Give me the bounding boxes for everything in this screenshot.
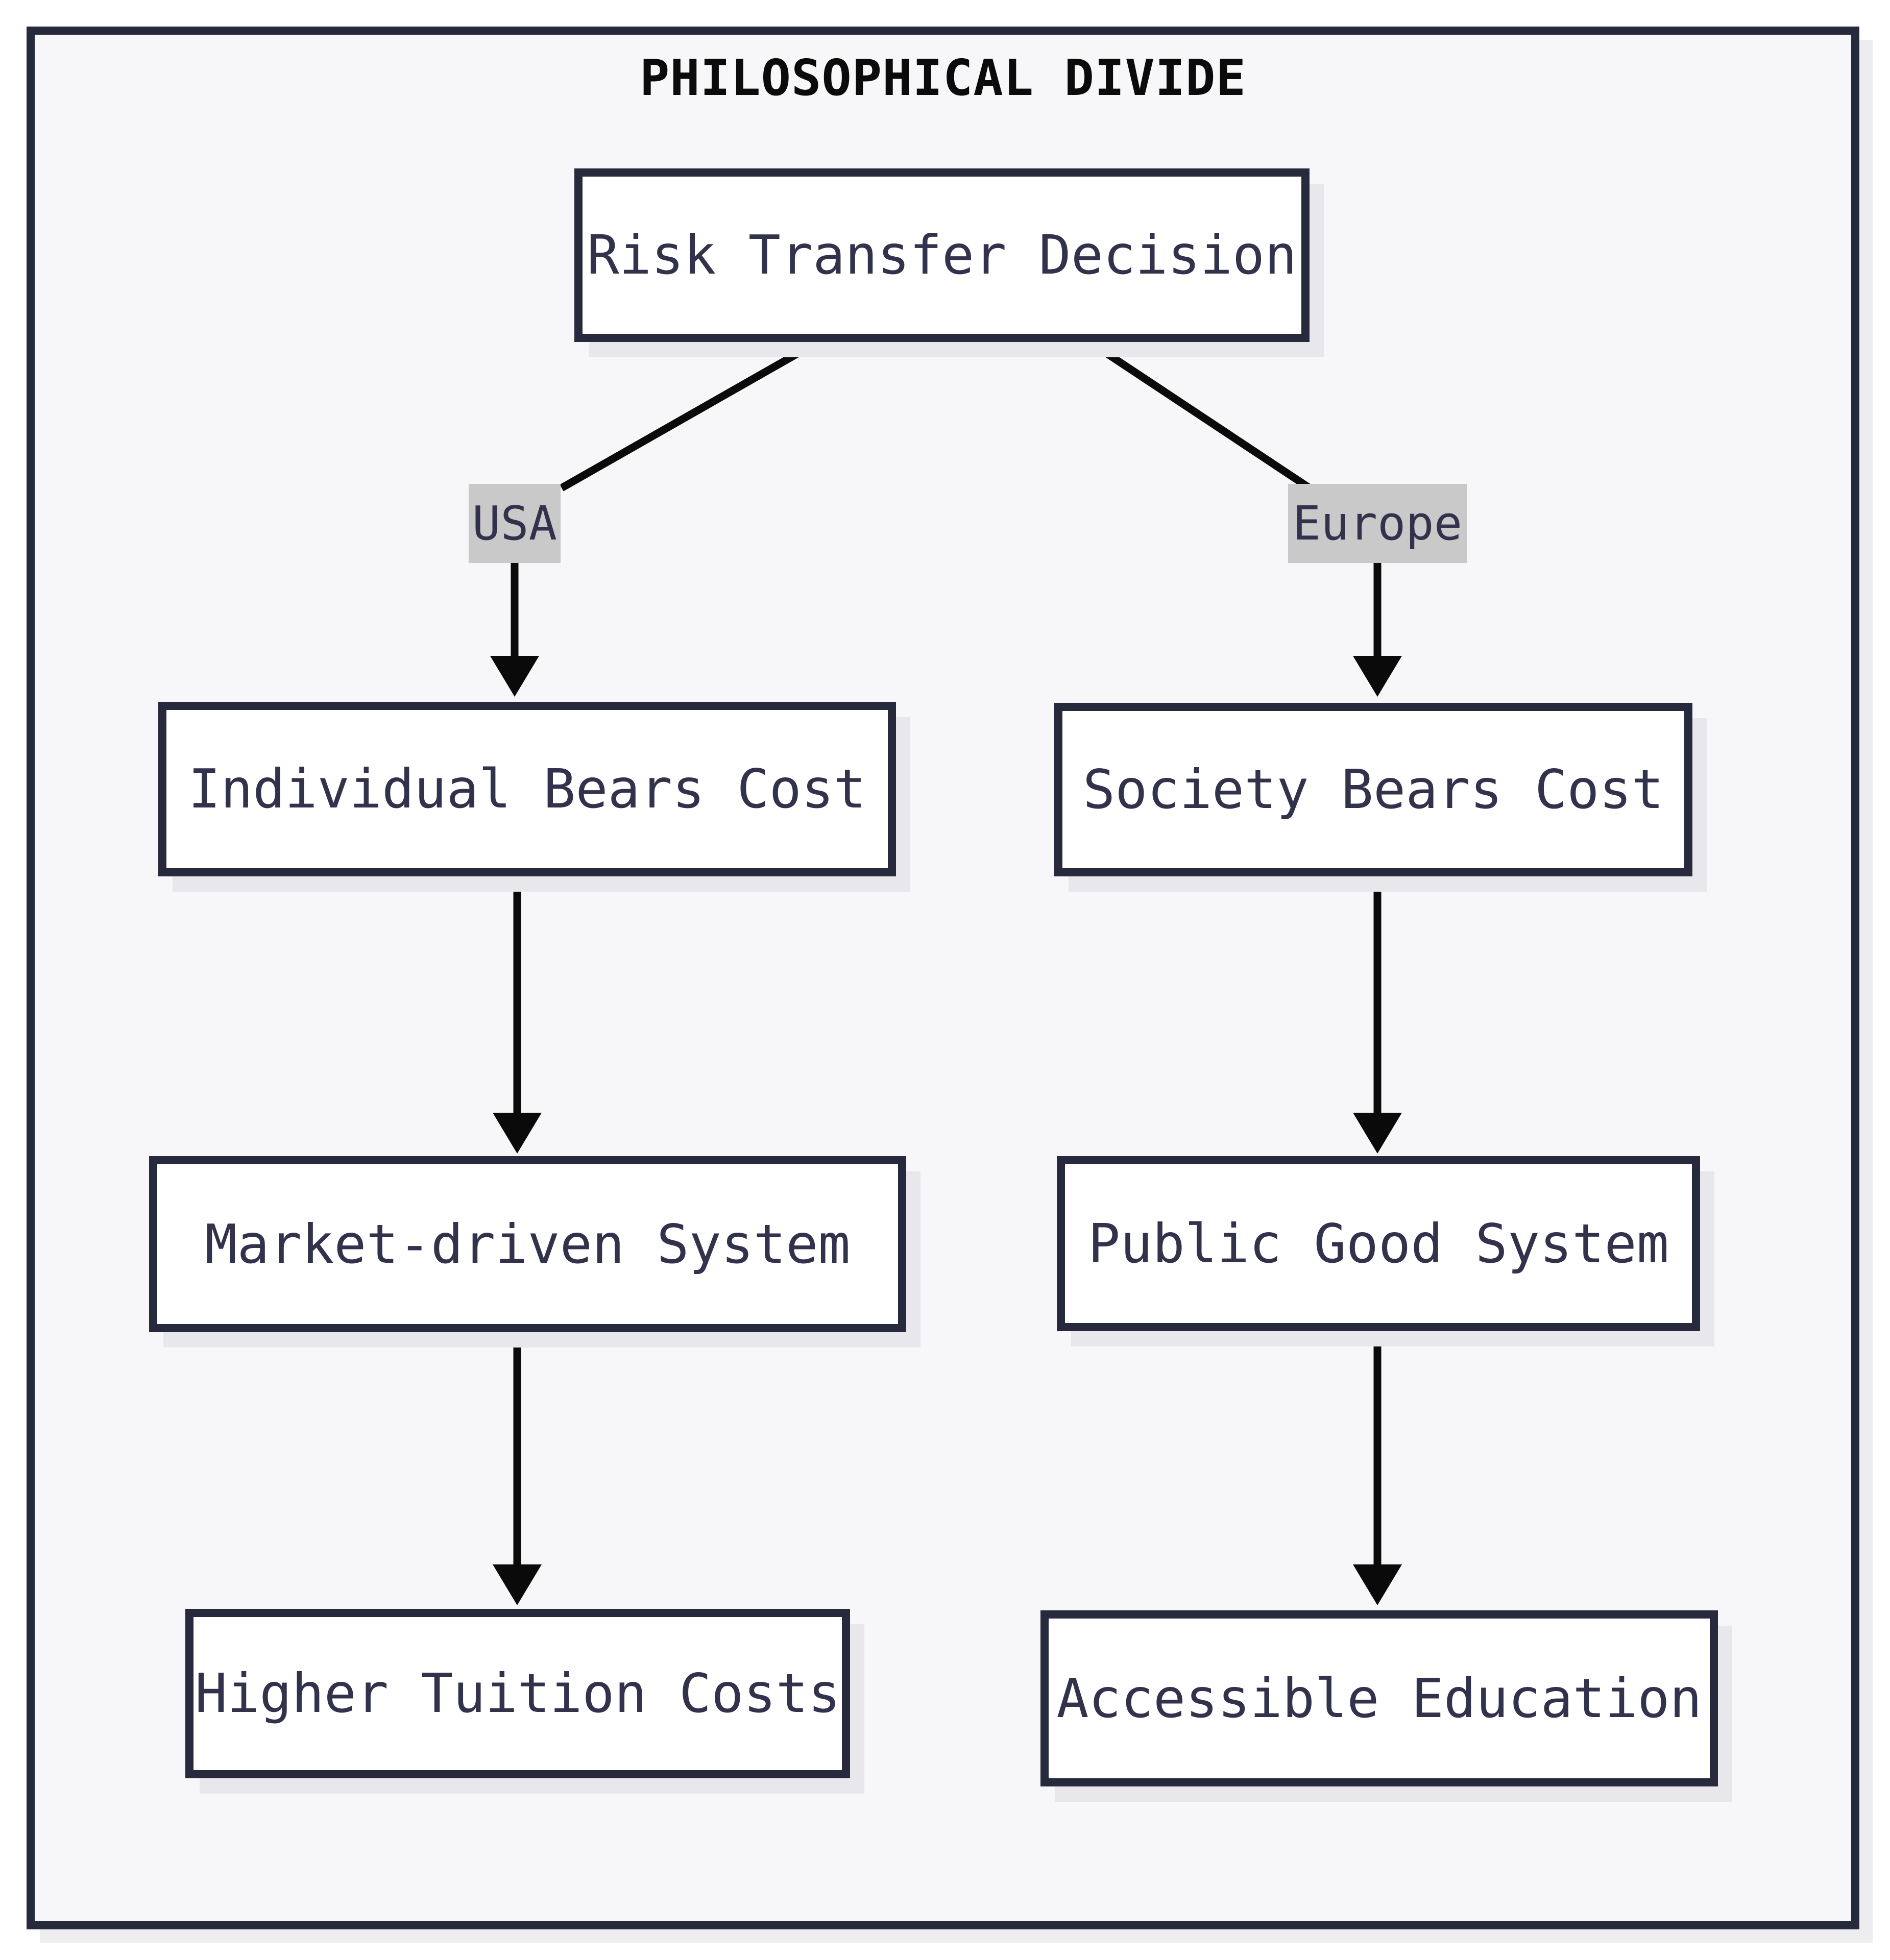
node-accessible-education: Accessible Education [1040,1610,1718,1786]
node-market-driven-system: Market-driven System [149,1156,906,1332]
edge-label-europe: Europe [1288,484,1467,563]
node-risk-transfer-decision: Risk Transfer Decision [574,168,1310,342]
node-label: Risk Transfer Decision [587,224,1297,286]
node-label: Public Good System [1088,1212,1669,1275]
node-society-bears-cost: Society Bears Cost [1054,703,1692,876]
node-public-good-system: Public Good System [1057,1156,1700,1331]
node-label: Individual Bears Cost [188,758,866,820]
node-higher-tuition-costs: Higher Tuition Costs [185,1609,850,1778]
edge-label-usa: USA [469,484,561,563]
node-label: Accessible Education [1056,1667,1702,1730]
node-label: Market-driven System [205,1213,851,1276]
node-individual-bears-cost: Individual Bears Cost [158,702,896,876]
node-label: Society Bears Cost [1083,758,1664,821]
diagram-title: PHILOSOPHICAL DIVIDE [640,49,1246,107]
node-label: Higher Tuition Costs [195,1662,841,1725]
